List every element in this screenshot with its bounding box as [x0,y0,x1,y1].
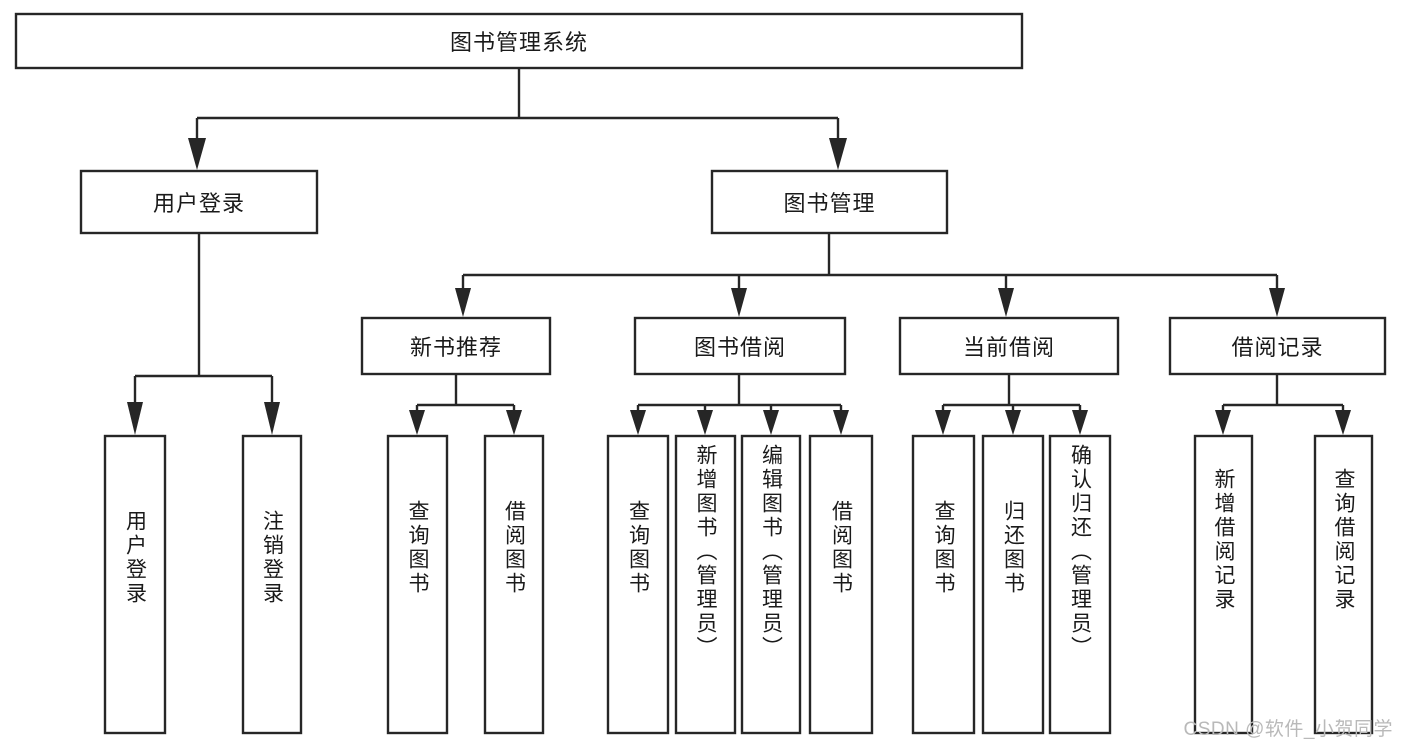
node-leaf-confirm-return-admin[interactable] [1048,434,1112,735]
arrow-head-leaf-query-book-current [935,410,951,435]
node-box-layer [14,12,1387,735]
node-leaf-query-book-rec[interactable] [386,434,449,735]
node-book-manage[interactable] [710,169,949,235]
node-user-login[interactable] [79,169,319,235]
connector-layer [127,68,1351,435]
arrow-head-leaf-borrow-book [833,410,849,435]
arrow-head-leaf-add-borrow-record [1215,410,1231,435]
arrow-head-current-borrow [998,288,1014,317]
watermark-text: CSDN @软件_小贺同学 [1183,719,1393,740]
arrow-head-book-manage [829,138,847,170]
arrow-head-leaf-add-book-admin [697,410,713,435]
arrow-head-leaf-user-login [127,402,143,435]
arrow-head-book-borrow [731,288,747,317]
arrow-head-user-login [188,138,206,170]
arrow-head-leaf-confirm-return-admin [1072,410,1088,435]
arrow-head-leaf-edit-book-admin [763,410,779,435]
node-leaf-query-borrow-record[interactable] [1313,434,1374,735]
arrow-head-borrow-record [1269,288,1285,317]
node-leaf-add-book-admin[interactable] [674,434,737,735]
arrow-head-leaf-logout [264,402,280,435]
node-leaf-query-book-borrow[interactable] [606,434,670,735]
arrow-head-new-book-recommend [455,288,471,317]
node-leaf-logout[interactable] [241,434,303,735]
arrow-head-leaf-borrow-book-rec [506,410,522,435]
node-borrow-record[interactable] [1168,316,1387,376]
arrow-head-leaf-return-book [1005,410,1021,435]
node-new-book-recommend[interactable] [360,316,552,376]
node-leaf-query-book-current[interactable] [911,434,976,735]
node-leaf-borrow-book-rec[interactable] [483,434,545,735]
arrow-head-leaf-query-book-rec [409,410,425,435]
node-leaf-user-login[interactable] [103,434,167,735]
node-leaf-borrow-book[interactable] [808,434,874,735]
node-current-borrow[interactable] [898,316,1120,376]
arrow-head-leaf-query-borrow-record [1335,410,1351,435]
node-leaf-add-borrow-record[interactable] [1193,434,1254,735]
node-book-borrow[interactable] [633,316,847,376]
arrow-head-leaf-query-book-borrow [630,410,646,435]
node-leaf-return-book[interactable] [981,434,1045,735]
node-root[interactable] [14,12,1024,70]
node-leaf-edit-book-admin[interactable] [740,434,802,735]
